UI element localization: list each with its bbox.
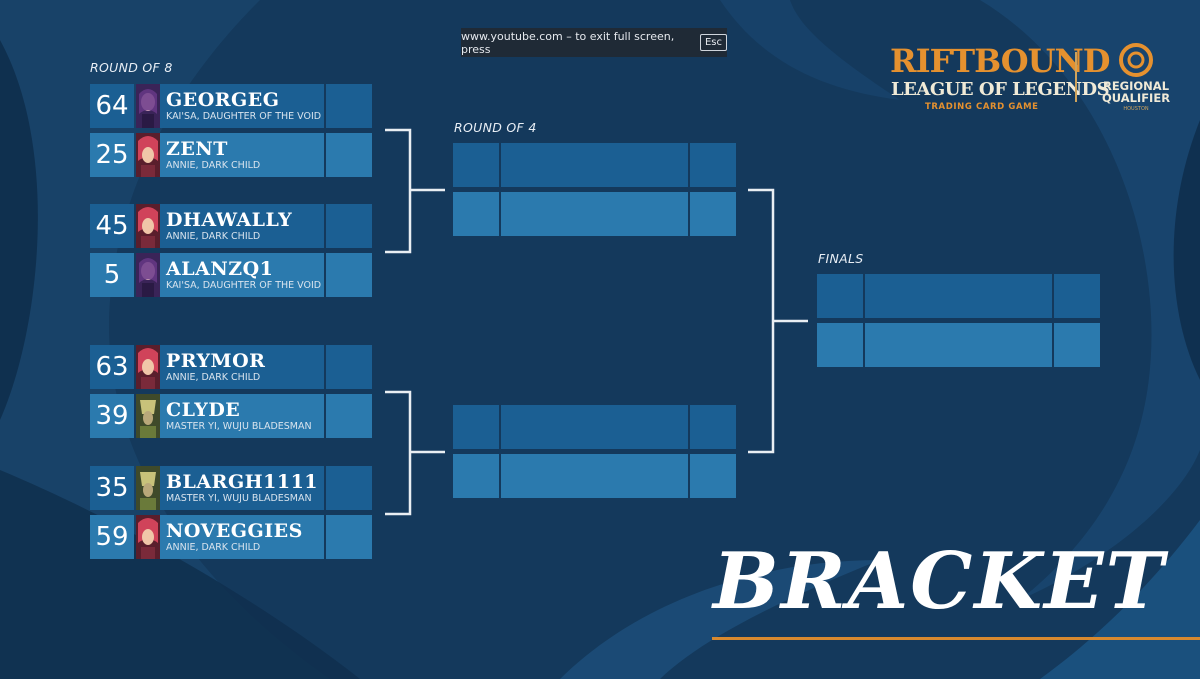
round-of-8-label: ROUND OF 8 xyxy=(90,60,173,75)
logo-divider xyxy=(1075,52,1077,102)
player-deck: MASTER YI, WUJU BLADESMAN xyxy=(166,421,312,432)
masteryi-portrait-icon xyxy=(136,394,160,438)
round-of-4-label: ROUND OF 4 xyxy=(454,120,537,135)
player-seed: 64 xyxy=(90,84,134,128)
player-deck: MASTER YI, WUJU BLADESMAN xyxy=(166,493,312,504)
kaisa-portrait-icon xyxy=(136,84,160,128)
player-name: NOVEGGIES xyxy=(166,520,303,542)
player-name: BLARGH1111 xyxy=(166,471,319,493)
round-of-4-slot xyxy=(453,192,736,236)
player-name: CLYDE xyxy=(166,399,241,421)
regional-qualifier-text: REGIONAL QUALIFIER xyxy=(1101,79,1171,105)
regional-qualifier-emblem-icon xyxy=(1119,43,1153,77)
player-score xyxy=(326,515,372,559)
fullscreen-notice-text: www.youtube.com – to exit full screen, p… xyxy=(461,29,675,56)
player-deck: KAI'SA, DAUGHTER OF THE VOID xyxy=(166,111,322,122)
player-deck: KAI'SA, DAUGHTER OF THE VOID xyxy=(166,280,322,291)
player-seed: 45 xyxy=(90,204,134,248)
finals-slot xyxy=(817,323,1100,367)
annie-portrait-icon xyxy=(136,133,160,177)
player-score xyxy=(326,466,372,510)
logo-subtitle: TRADING CARD GAME xyxy=(925,102,1039,112)
logo-riftbound-text: RIFTBOUND xyxy=(890,42,1111,80)
player-score xyxy=(326,253,372,297)
player-deck: ANNIE, DARK CHILD xyxy=(166,542,261,553)
player-deck: ANNIE, DARK CHILD xyxy=(166,372,261,383)
logo-league-text: LEAGUE OF LEGENDS xyxy=(891,79,1110,100)
bracket-title: BRACKET xyxy=(713,536,1166,627)
player-score xyxy=(326,84,372,128)
finals-label: FINALS xyxy=(818,251,864,266)
player-seed: 59 xyxy=(90,515,134,559)
player-name: PRYMOR xyxy=(166,350,266,372)
player-name: GEORGEG xyxy=(166,89,280,111)
player-seed: 5 xyxy=(90,253,134,297)
finals-slot xyxy=(817,274,1100,318)
regional-qualifier-location: HOUSTON xyxy=(1123,106,1149,112)
annie-portrait-icon xyxy=(136,204,160,248)
masteryi-portrait-icon xyxy=(136,466,160,510)
player-score xyxy=(326,204,372,248)
round-of-4-slot xyxy=(453,454,736,498)
player-deck: ANNIE, DARK CHILD xyxy=(166,231,261,242)
round-of-4-slot xyxy=(453,143,736,187)
annie-portrait-icon xyxy=(136,345,160,389)
annie-portrait-icon xyxy=(136,515,160,559)
player-seed: 39 xyxy=(90,394,134,438)
kaisa-portrait-icon xyxy=(136,253,160,297)
player-name: DHAWALLY xyxy=(166,209,293,231)
player-seed: 63 xyxy=(90,345,134,389)
player-name: ALANZQ1 xyxy=(166,258,274,280)
player-score xyxy=(326,394,372,438)
player-seed: 25 xyxy=(90,133,134,177)
player-name: ZENT xyxy=(166,138,228,160)
player-deck: ANNIE, DARK CHILD xyxy=(166,160,261,171)
player-score xyxy=(326,133,372,177)
round-of-4-slot xyxy=(453,405,736,449)
player-seed: 35 xyxy=(90,466,134,510)
riftbound-logo: RIFTBOUND LEAGUE OF LEGENDS TRADING CARD… xyxy=(890,42,1180,122)
title-underline xyxy=(712,637,1200,640)
esc-key-hint: Esc xyxy=(699,34,727,51)
fullscreen-notice: www.youtube.com – to exit full screen, p… xyxy=(461,28,727,57)
player-score xyxy=(326,345,372,389)
